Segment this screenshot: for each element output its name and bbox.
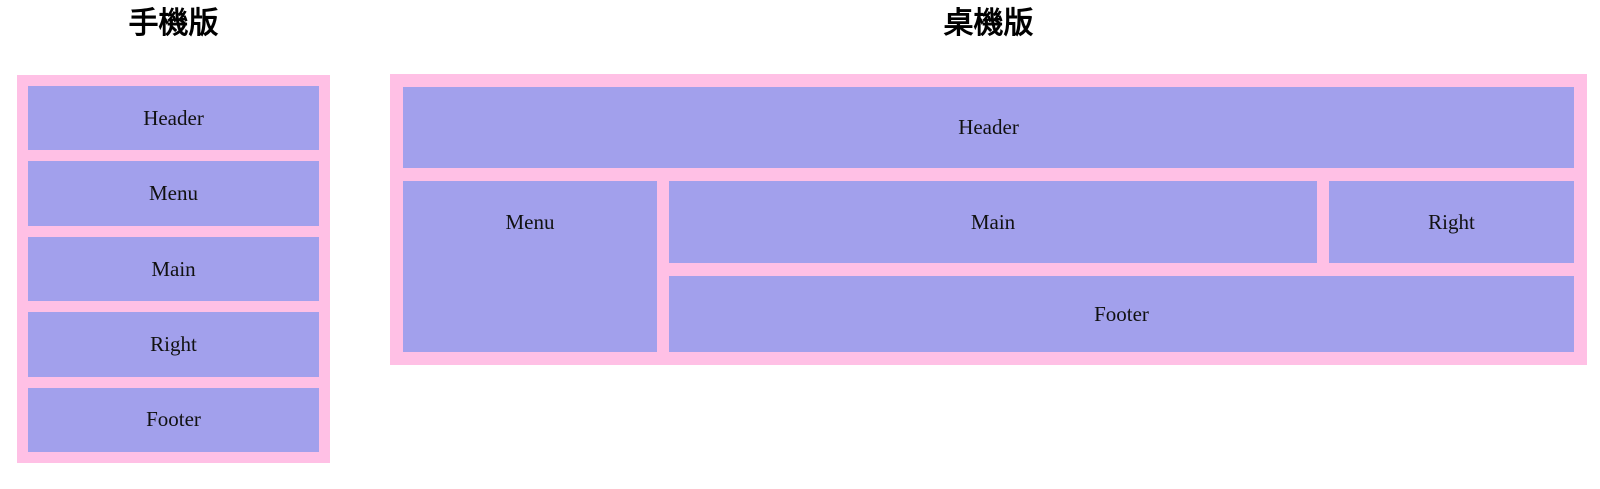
desktop-layout-title: 桌機版 <box>943 7 1034 40</box>
desktop-header-box: Header <box>403 87 1574 168</box>
mobile-layout-title: 手機版 <box>128 7 219 40</box>
mobile-layout-frame: Header Menu Main Right Footer <box>17 75 330 463</box>
mobile-menu-box: Menu <box>28 161 319 226</box>
desktop-layout-frame: Header Menu Main Right Footer <box>390 74 1587 365</box>
mobile-footer-box: Footer <box>28 387 319 453</box>
desktop-menu-box: Menu <box>403 181 657 352</box>
desktop-right-box: Right <box>1329 181 1574 263</box>
mobile-header-box: Header <box>28 86 319 151</box>
mobile-right-box: Right <box>28 312 319 377</box>
mobile-main-box: Main <box>28 236 319 302</box>
desktop-menu-label: Menu <box>505 209 555 234</box>
desktop-main-box: Main <box>669 181 1317 263</box>
desktop-footer-box: Footer <box>669 276 1574 352</box>
